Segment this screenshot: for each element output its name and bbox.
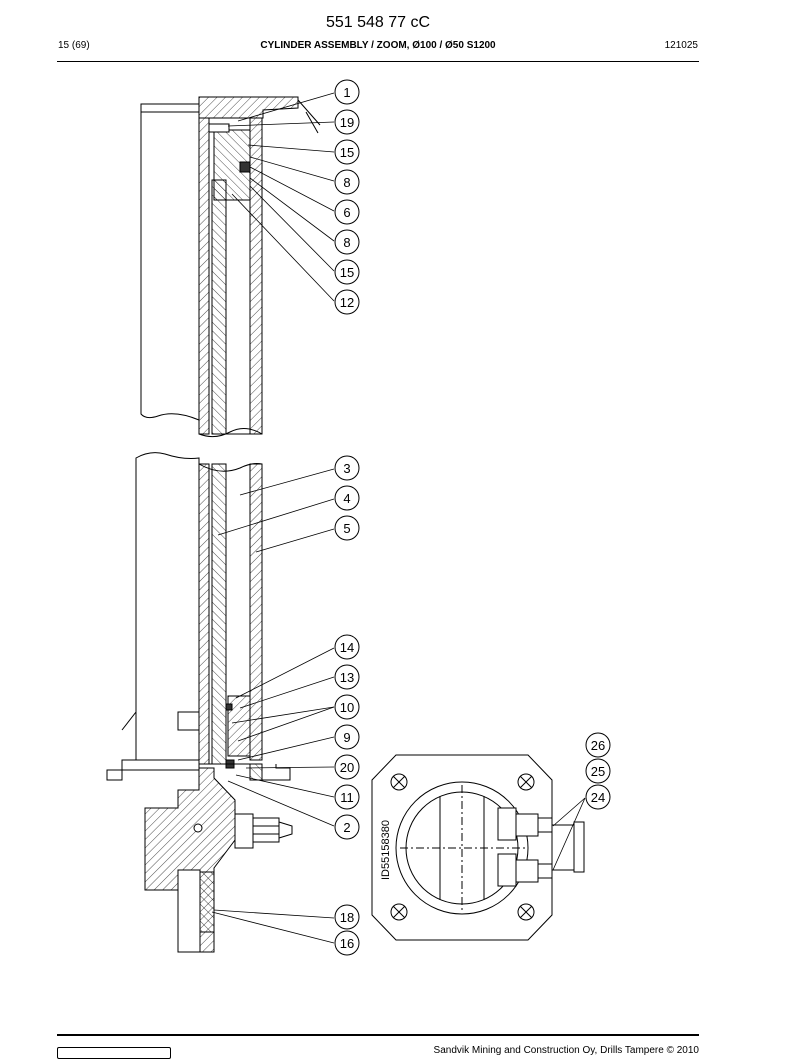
upper-section-view (140, 96, 321, 438)
callout-circle (334, 289, 360, 315)
callout-number: 19 (340, 115, 354, 130)
callout-number: 26 (591, 738, 605, 753)
leader-lines (211, 92, 586, 944)
callout-number: 3 (343, 461, 350, 476)
callout-circle (334, 169, 360, 195)
callout-circle (585, 784, 611, 810)
callout-number: 13 (340, 670, 354, 685)
callout-circle (334, 455, 360, 481)
callout-number: 9 (343, 730, 350, 745)
callout-number: 12 (340, 295, 354, 310)
callout-number: 24 (591, 790, 605, 805)
page-number: 15 (69) (58, 40, 90, 51)
lower-section-view (106, 452, 293, 953)
callout-number: 1 (343, 85, 350, 100)
callout-number: 2 (343, 820, 350, 835)
callout-circle (334, 814, 360, 840)
callout-circle (334, 79, 360, 105)
callout-number: 18 (340, 910, 354, 925)
callout-number: 25 (591, 764, 605, 779)
callout-number: 5 (343, 521, 350, 536)
callout-number: 16 (340, 936, 354, 951)
callout-circle (334, 259, 360, 285)
page-title: CYLINDER ASSEMBLY / ZOOM, Ø100 / Ø50 S12… (260, 40, 496, 51)
callout-circle (585, 732, 611, 758)
callout-circle (334, 664, 360, 690)
company-logo (57, 1047, 171, 1059)
flange-end-view (371, 754, 585, 941)
callout-number: 15 (340, 265, 354, 280)
callout-circle (334, 199, 360, 225)
callout-circle (585, 758, 611, 784)
document-number: 551 548 77 cC (325, 14, 431, 31)
callout-circle (334, 634, 360, 660)
callout-circle (334, 724, 360, 750)
callout-circle (334, 930, 360, 956)
callout-circle (334, 515, 360, 541)
callout-circle (334, 904, 360, 930)
callout-circle (334, 109, 360, 135)
callout-number: 10 (340, 700, 354, 715)
footer-copyright: Sandvik Mining and Construction Oy, Dril… (433, 1045, 699, 1056)
header-divider (57, 61, 699, 62)
callout-circle (334, 139, 360, 165)
callout-circle (334, 694, 360, 720)
callout-circle (334, 754, 360, 780)
callout-number: 6 (343, 205, 350, 220)
callout-number: 4 (343, 491, 350, 506)
callout-number: 20 (340, 760, 354, 775)
callout-circle (334, 784, 360, 810)
callout-number: 14 (340, 640, 354, 655)
footer-divider (57, 1034, 699, 1036)
image-id-label: ID55158380 (380, 820, 392, 880)
document-code: 121025 (664, 40, 698, 51)
callout-number: 15 (340, 145, 354, 160)
callout-number: 8 (343, 235, 350, 250)
callout-number: 8 (343, 175, 350, 190)
callout-number: 11 (340, 790, 354, 805)
callout-circle (334, 229, 360, 255)
callout-circle (334, 485, 360, 511)
